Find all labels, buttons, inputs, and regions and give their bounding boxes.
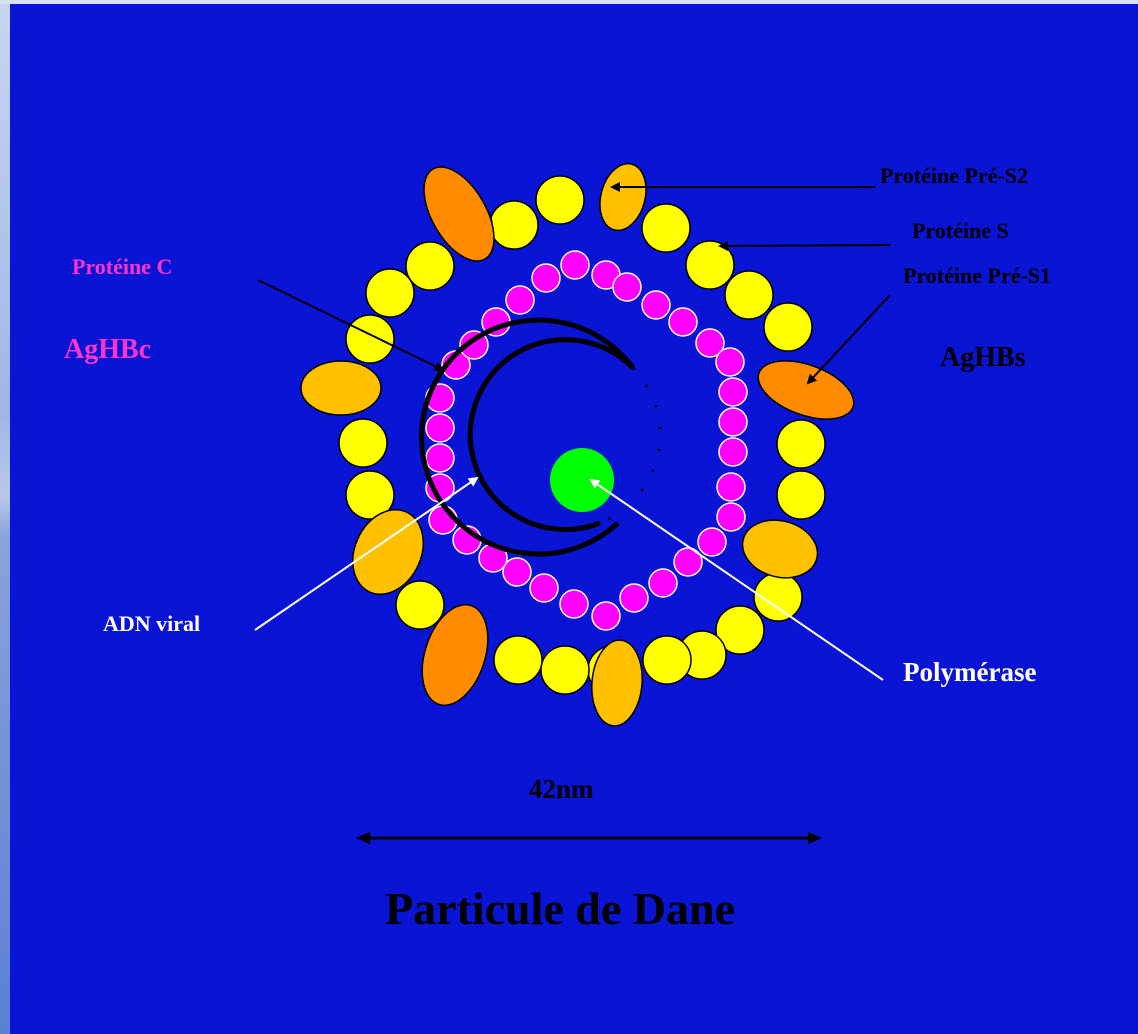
label-protein-s: Protéine S [912, 218, 1009, 244]
pre-s1-protein [750, 349, 861, 430]
protein-s-sphere [643, 636, 691, 684]
protein-s-sphere [725, 271, 773, 319]
protein-c-capsomer [506, 286, 534, 314]
protein-s-sphere [536, 176, 584, 224]
label-aghbc: AgHBc [64, 334, 151, 366]
protein-s-sphere [490, 201, 538, 249]
polymerase-sphere [550, 448, 614, 512]
protein-c-capsomer [717, 473, 745, 501]
label-protein-pre-s1: Protéine Pré-S1 [903, 263, 1051, 289]
protein-s-sphere [396, 581, 444, 629]
protein-s-sphere [339, 419, 387, 467]
protein-c-capsomer [530, 574, 558, 602]
protein-c-capsomer [719, 408, 747, 436]
protein-c-capsomer [716, 348, 744, 376]
protein-c-capsomer [503, 558, 531, 586]
envelope-ring [301, 155, 862, 728]
protein-s-sphere [764, 303, 812, 351]
protein-s-sphere [642, 204, 690, 252]
protein-c-capsomer [426, 414, 454, 442]
protein-s-sphere [541, 646, 589, 694]
protein-s-sphere [346, 315, 394, 363]
protein-s-sphere [686, 241, 734, 289]
label-aghbs: AgHBs [940, 342, 1026, 374]
protein-s-sphere [494, 636, 542, 684]
capsid-ring [426, 251, 747, 630]
diagram-title: Particule de Dane [385, 882, 735, 935]
pre-s2-protein [301, 361, 381, 415]
protein-c-capsomer [532, 264, 560, 292]
label-viral-dna: ADN viral [103, 611, 200, 637]
scale-label: 42nm [529, 774, 594, 805]
label-protein-c: Protéine C [72, 254, 172, 280]
protein-s-sphere [777, 420, 825, 468]
protein-c-capsomer [649, 569, 677, 597]
protein-c-capsomer [719, 378, 747, 406]
label-polymerase: Polymérase [903, 657, 1036, 688]
protein-c-capsomer [717, 503, 745, 531]
protein-s-sphere [366, 269, 414, 317]
protein-c-capsomer [698, 528, 726, 556]
protein-c-capsomer [592, 602, 620, 630]
viral-dna [422, 320, 661, 554]
protein-c-capsomer [426, 444, 454, 472]
protein-c-capsomer [620, 584, 648, 612]
protein-c-capsomer [561, 251, 589, 279]
protein-c-capsomer [719, 438, 747, 466]
label-protein-pre-s2: Protéine Pré-S2 [880, 163, 1028, 189]
protein-c-capsomer [560, 590, 588, 618]
protein-s-sphere [777, 471, 825, 519]
protein-s-sphere [406, 242, 454, 290]
protein-c-capsomer [642, 291, 670, 319]
protein-c-capsomer [669, 308, 697, 336]
pre-s2-protein [736, 512, 824, 586]
protein-c-capsomer [613, 273, 641, 301]
